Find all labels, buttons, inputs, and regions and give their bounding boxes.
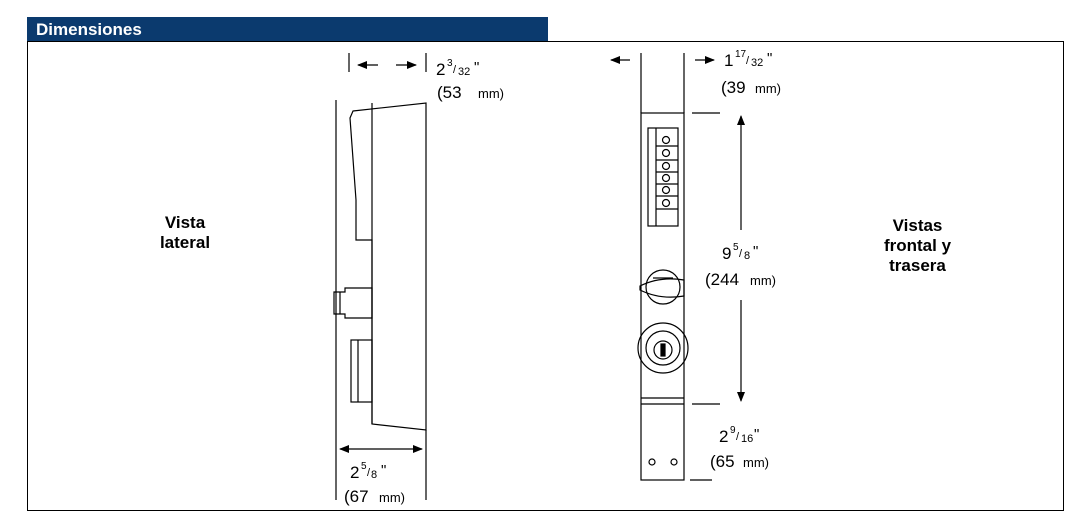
side-top-slash: / — [453, 64, 457, 76]
front-lever — [639, 278, 685, 298]
front-bottom-whole: 2 — [719, 427, 728, 446]
front-cylinder-outer — [637, 322, 689, 374]
front-width-slash: / — [746, 55, 750, 67]
side-top-inch: " — [474, 59, 479, 76]
front-height-unit: mm) — [750, 273, 776, 288]
side-view-label-line2: lateral — [159, 233, 211, 252]
side-bottom-slash: / — [367, 467, 371, 479]
front-lever-hub — [645, 269, 681, 305]
front-view-drawing — [610, 53, 745, 481]
front-height-label: 9 5 / 8 " (244 mm) — [705, 242, 776, 289]
keypad-button — [661, 185, 671, 195]
keypad-button — [661, 161, 671, 171]
front-screw-hole-right — [670, 458, 678, 466]
front-cylinder-core — [653, 340, 673, 360]
front-width-den: 32 — [751, 57, 763, 69]
front-keypad — [647, 127, 679, 227]
side-bottom-metric: (67 — [344, 487, 369, 506]
side-bottom-inch: " — [381, 462, 386, 479]
front-bottom-num: 9 — [730, 425, 736, 436]
front-keyway — [660, 343, 666, 357]
side-lock-body — [349, 102, 427, 431]
side-cylinder-housing — [350, 339, 373, 403]
side-bottom-whole: 2 — [350, 463, 359, 482]
front-width-metric: (39 — [721, 78, 746, 97]
front-view-label-line3: trasera — [889, 256, 946, 275]
side-view-drawing — [333, 53, 427, 500]
front-height-num: 5 — [733, 242, 739, 253]
front-height-slash: / — [739, 248, 743, 260]
keypad-button — [661, 173, 671, 183]
side-top-num: 3 — [447, 58, 453, 69]
front-height-metric: (244 — [705, 270, 739, 289]
section-title: Dimensiones — [36, 20, 142, 39]
keypad-button — [661, 148, 671, 158]
side-view-label-line1: Vista — [164, 213, 206, 232]
side-view-label: Vista lateral — [130, 213, 240, 253]
front-view-label-line2: frontal y — [883, 236, 952, 255]
front-height-inch: " — [753, 243, 758, 260]
keypad-button — [661, 198, 671, 208]
side-top-whole: 2 — [436, 60, 445, 79]
side-bottom-den: 8 — [371, 469, 377, 481]
front-bottom-metric: (65 — [710, 452, 735, 471]
front-view-label-line1: Vistas — [892, 216, 943, 235]
front-screw-hole-left — [648, 458, 656, 466]
front-bottom-den: 16 — [741, 433, 753, 445]
front-height-den: 8 — [744, 250, 750, 262]
front-width-num: 17 — [735, 49, 747, 60]
keypad-button — [661, 135, 671, 145]
side-depth-top-label: 2 3 / 32 " (53 mm) — [436, 58, 504, 102]
front-bottom-slash: / — [736, 431, 740, 443]
figure-frame — [27, 41, 1064, 511]
side-top-metric: (53 — [437, 83, 462, 102]
front-width-whole: 1 — [724, 51, 733, 70]
side-top-unit: mm) — [478, 86, 504, 101]
front-width-label: 1 17 / 32 " (39 mm) — [721, 49, 781, 97]
front-width-inch: " — [767, 50, 772, 67]
section-header-band — [27, 17, 548, 42]
side-top-den: 32 — [458, 66, 470, 78]
side-bottom-num: 5 — [361, 461, 367, 472]
front-cylinder-ring — [645, 330, 681, 366]
front-view-label: Vistas frontal y trasera — [860, 216, 975, 276]
front-bottom-inch: " — [754, 426, 759, 443]
side-bottom-unit: mm) — [379, 490, 405, 505]
front-width-unit: mm) — [755, 81, 781, 96]
front-height-whole: 9 — [722, 244, 731, 263]
front-bottom-unit: mm) — [743, 455, 769, 470]
side-depth-bottom-label: 2 5 / 8 " (67 mm) — [344, 461, 405, 506]
front-bottom-label: 2 9 / 16 " (65 mm) — [710, 425, 769, 471]
side-lever — [333, 287, 373, 319]
